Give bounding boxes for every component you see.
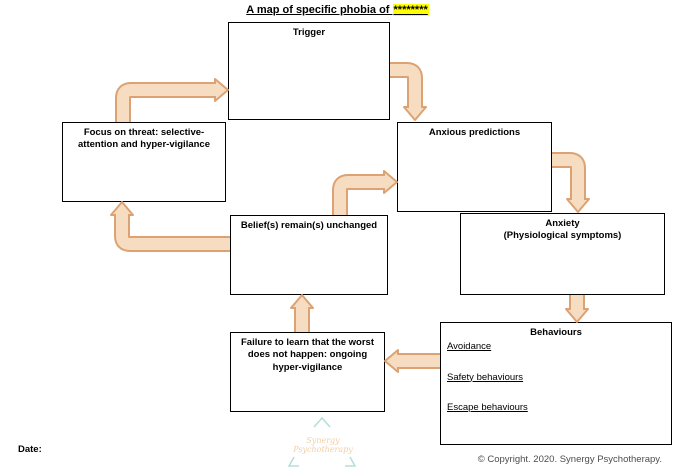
watermark-logo-text: Synergy Psychotherapy: [293, 436, 353, 454]
box-anxious-predictions: Anxious predictions: [397, 122, 552, 212]
box-anxiety-line2: (Physiological symptoms): [503, 230, 622, 242]
box-anxiety: Anxiety (Physiological symptoms): [460, 213, 665, 295]
arrow-failure-to-belief: [290, 294, 314, 332]
page-title: A map of specific phobia of ********: [0, 4, 675, 16]
box-failure-label: Failure to learn that the worst does not…: [240, 337, 375, 373]
title-highlighted-blank: ********: [392, 4, 429, 16]
arrow-belief-to-anxious-predictions: [332, 170, 398, 215]
arrow-behaviours-to-failure: [384, 349, 440, 373]
box-beliefs-label: Belief(s) remain(s) unchanged: [240, 220, 378, 231]
arrow-belief-to-focus: [110, 201, 230, 252]
box-trigger: Trigger: [228, 22, 390, 120]
box-focus-on-threat: Focus on threat: selective-attention and…: [62, 122, 226, 202]
behaviour-item-escape: Escape behaviours: [447, 402, 528, 414]
box-failure-to-learn: Failure to learn that the worst does not…: [230, 332, 385, 412]
arrow-anxiety-to-behaviours: [565, 295, 589, 323]
box-beliefs-unchanged: Belief(s) remain(s) unchanged: [230, 215, 388, 295]
box-anxious-predictions-label: Anxious predictions: [428, 127, 521, 138]
arrow-focus-to-trigger: [115, 78, 229, 122]
title-text: A map of specific phobia of: [246, 4, 393, 16]
box-behaviours-label: Behaviours: [530, 327, 582, 338]
behaviour-item-safety: Safety behaviours: [447, 371, 524, 383]
arrow-trigger-to-anxious-predictions: [390, 62, 427, 121]
box-focus-label: Focus on threat: selective-attention and…: [78, 127, 210, 151]
box-trigger-label: Trigger: [292, 27, 326, 38]
box-behaviours: Behaviours Avoidance Safety behaviours E…: [440, 322, 672, 445]
box-anxiety-line1: Anxiety: [545, 218, 580, 229]
behaviour-item-avoidance: Avoidance: [447, 341, 492, 353]
arrow-anxious-predictions-to-anxiety: [552, 152, 590, 213]
date-label: Date:: [18, 444, 42, 455]
copyright-text: © Copyright. 2020. Synergy Psychotherapy…: [477, 454, 662, 465]
